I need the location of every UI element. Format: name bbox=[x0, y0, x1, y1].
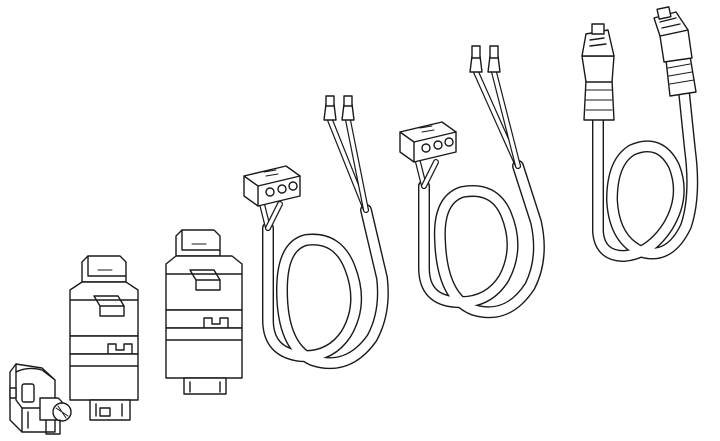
connector-cable-b bbox=[399, 45, 545, 319]
terminal-clamp bbox=[9, 363, 72, 435]
rj45-patch-cable bbox=[581, 6, 699, 262]
din-rail-module-b bbox=[165, 229, 243, 395]
din-rail-module-a bbox=[69, 255, 139, 421]
connector-cable-a bbox=[243, 95, 389, 370]
